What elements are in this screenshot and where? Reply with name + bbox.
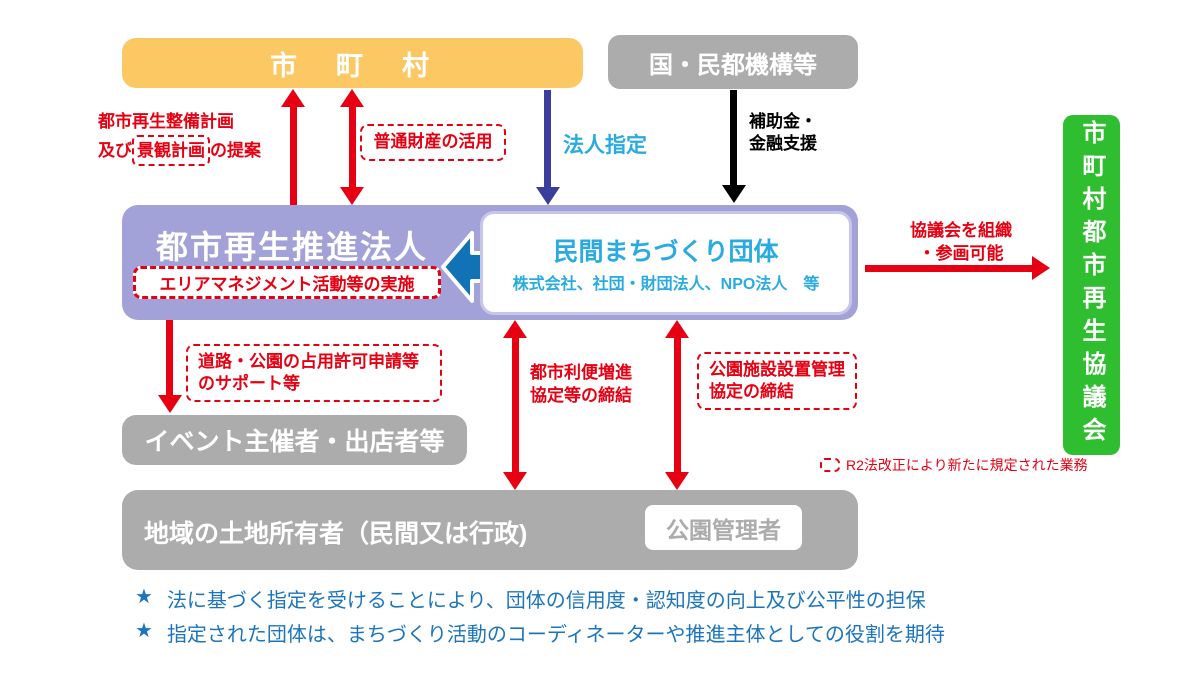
corporation-designation-label: 法人指定	[563, 134, 647, 157]
national-minto-label: 国・民都機構等	[649, 51, 817, 79]
footnote-2: ★ 指定された団体は、まちづくり活動のコーディネーターや推進主体としての役割を期…	[135, 618, 945, 647]
municipality-box: 市 町 村	[122, 38, 583, 88]
park-facility-dashed-box: 公園施設設置管理 協定の締結	[697, 352, 857, 410]
landscape-plan-dashed-box: 景観計画	[132, 135, 210, 167]
council-box: 市町村都市再生協議会	[1063, 115, 1120, 455]
road-support-dashed-box: 道路・公園の占用許可申請等 のサポート等	[186, 344, 442, 402]
plan-proposal-line1: 都市再生整備計画	[98, 112, 234, 131]
arrow-park-up-icon	[665, 320, 689, 338]
subsidy-label: 補助金・ 金融支援	[749, 112, 817, 154]
private-org-box: 民間まちづくり団体 株式会社、社団・財団法人、NPO法人 等	[480, 211, 852, 315]
council-organize-label: 協議会を組織 ・参画可能	[910, 221, 1012, 263]
ordinary-property-dashed-box: 普通財産の活用	[360, 124, 506, 161]
private-org-subtitle: 株式会社、社団・財団法人、NPO法人 等	[512, 276, 820, 293]
national-minto-box: 国・民都機構等	[608, 35, 858, 89]
arrow-convenience-line	[512, 336, 519, 474]
arrow-event-line	[166, 320, 173, 397]
event-organizer-label: イベント主催者・出店者等	[144, 428, 445, 456]
arrow-proposal-head-icon	[281, 89, 305, 107]
event-organizer-box: イベント主催者・出店者等	[122, 415, 467, 465]
arrow-designation-line	[544, 90, 551, 188]
arrow-event-head-icon	[158, 395, 182, 413]
area-management-badge: エリアマネジメント活動等の実施	[133, 266, 441, 299]
arrow-convenience-down-icon	[503, 472, 527, 490]
arrow-designation-head-icon	[536, 187, 560, 205]
promotion-corp-title: 都市再生推進法人	[156, 229, 429, 265]
municipality-label: 市 町 村	[270, 50, 435, 81]
urban-convenience-label: 都市利便増進 協定等の締結	[530, 363, 632, 405]
arrow-subsidy-line	[730, 90, 737, 186]
arrow-property-up-icon	[340, 89, 364, 107]
star-icon: ★	[135, 586, 153, 608]
plan-proposal-label: 都市再生整備計画 及び景観計画の提案	[98, 108, 261, 167]
arrow-proposal-line	[290, 106, 297, 207]
council-label: 市町村都市再生協議会	[1078, 120, 1105, 450]
star-icon: ★	[135, 620, 153, 642]
legend-text: R2法改正により新たに規定された業務	[846, 457, 1088, 473]
plan-proposal-line2: 及び景観計画の提案	[98, 135, 261, 167]
landowner-label: 地域の土地所有者（民間又は行政)	[144, 520, 528, 548]
dashed-box-legend-icon	[820, 458, 840, 472]
footnote-2-text: 指定された団体は、まちづくり活動のコーディネーターや推進主体としての役割を期待	[166, 624, 945, 646]
arrow-subsidy-head-icon	[722, 185, 746, 203]
footnote-1-text: 法に基づく指定を受けることにより、団体の信用度・認知度の向上及び公平性の担保	[166, 590, 926, 612]
arrow-park-line	[674, 336, 681, 474]
park-manager-box: 公園管理者	[645, 505, 802, 550]
footnote-1: ★ 法に基づく指定を受けることにより、団体の信用度・認知度の向上及び公平性の担保	[135, 584, 926, 613]
arrow-property-line	[349, 105, 356, 188]
legend: R2法改正により新たに規定された業務	[820, 455, 1088, 475]
arrow-council-line	[865, 265, 1033, 272]
arrow-council-head-icon	[1032, 256, 1050, 280]
arrow-park-down-icon	[665, 472, 689, 490]
arrow-property-down-icon	[340, 187, 364, 205]
arrow-convenience-up-icon	[503, 320, 527, 338]
landowner-box: 地域の土地所有者（民間又は行政) 公園管理者	[122, 490, 858, 570]
private-org-title: 民間まちづくり団体	[553, 238, 779, 266]
